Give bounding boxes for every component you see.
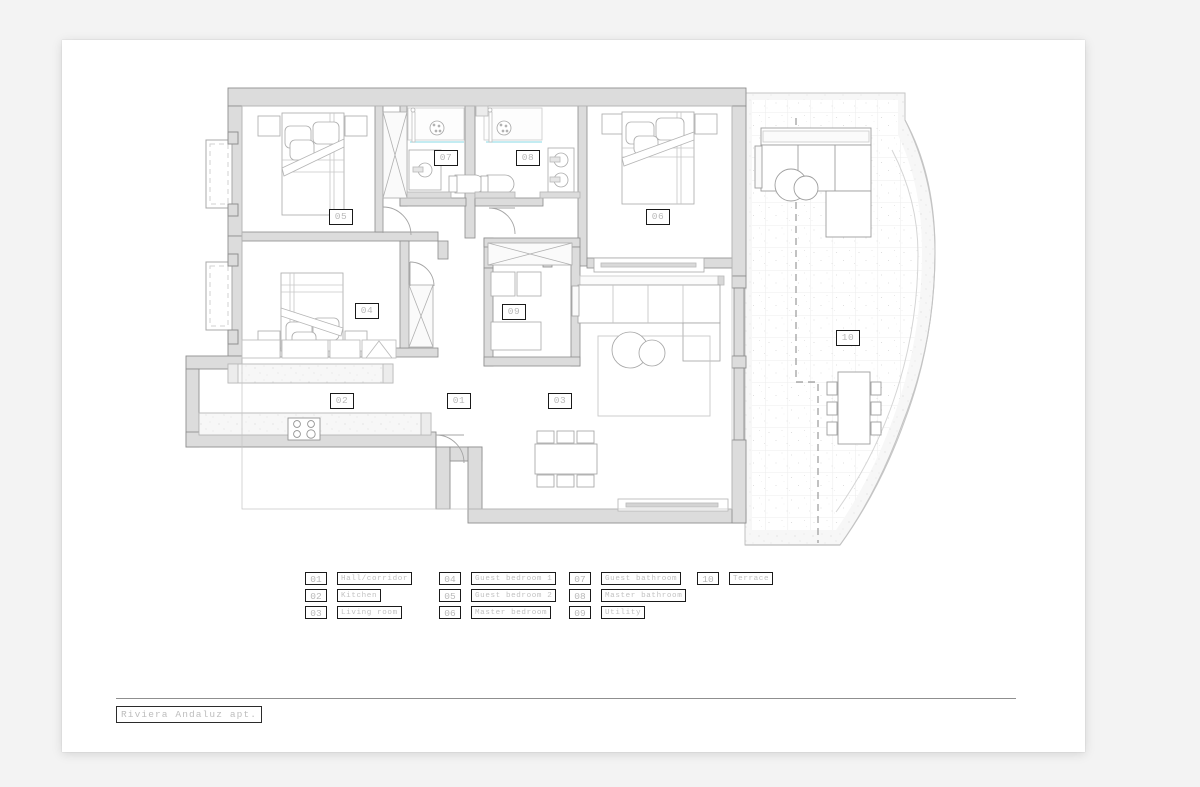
legend-column-1: 01 Hall/corridor 02 Kitchen 03 Living room <box>305 571 413 622</box>
legend-column-2: 04 Guest bedroom 1 05 Guest bedroom 2 06 Mast… <box>439 571 557 622</box>
legend-number-04: 04 <box>439 572 461 585</box>
legend-number-03: 03 <box>305 606 327 619</box>
legend-number-01: 01 <box>305 572 327 585</box>
legend-entry-07: 07 Guest bathroom <box>569 571 686 586</box>
legend-number-08: 08 <box>569 589 591 602</box>
title-block: Riviera Andaluz apt. <box>116 698 1016 723</box>
room-tag-08: 08 <box>516 150 540 166</box>
legend-label-08: Master bathroom <box>601 589 687 602</box>
legend-label-05: Guest bedroom 2 <box>471 589 557 602</box>
legend-entry-02: 02 Kitchen <box>305 588 412 603</box>
legend-number-10: 10 <box>697 572 719 585</box>
drawing-title: Riviera Andaluz apt. <box>116 706 263 723</box>
legend-label-09: Utility <box>601 606 646 619</box>
legend-label-07: Guest bathroom <box>601 572 682 585</box>
legend-label-10: Terrace <box>729 572 774 585</box>
legend-column-3: 07 Guest bathroom 08 Master bathroom 09 Utili… <box>569 571 687 622</box>
legend-entry-03: 03 Living room <box>305 605 412 620</box>
room-tag-07: 07 <box>434 150 458 166</box>
room-tag-05: 05 <box>329 209 353 225</box>
legend-number-07: 07 <box>569 572 591 585</box>
legend-label-02: Kitchen <box>337 589 382 602</box>
legend-entry-01: 01 Hall/corridor <box>305 571 413 586</box>
legend-column-4: 10 Terrace <box>697 571 774 588</box>
legend-number-09: 09 <box>569 606 591 619</box>
room-tag-03: 03 <box>548 393 572 409</box>
legend-entry-09: 09 Utility <box>569 605 686 620</box>
room-tag-10: 10 <box>836 330 860 346</box>
room-tag-09: 09 <box>502 304 526 320</box>
room-tag-01: 01 <box>447 393 471 409</box>
legend-entry-04: 04 Guest bedroom 1 <box>439 571 557 586</box>
legend-label-04: Guest bedroom 1 <box>471 572 557 585</box>
room-tag-02: 02 <box>330 393 354 409</box>
legend-entry-06: 06 Master bedroom <box>439 605 556 620</box>
room-tag-06: 06 <box>646 209 670 225</box>
legend-label-01: Hall/corridor <box>337 572 413 585</box>
legend-entry-10: 10 Terrace <box>697 571 774 586</box>
legend-number-02: 02 <box>305 589 327 602</box>
legend-label-03: Living room <box>337 606 402 619</box>
legend-entry-08: 08 Master bathroom <box>569 588 687 603</box>
room-tag-04: 04 <box>355 303 379 319</box>
title-rule <box>116 698 1016 699</box>
drawing-sheet <box>62 40 1085 752</box>
legend-entry-05: 05 Guest bedroom 2 <box>439 588 557 603</box>
legend-label-06: Master bedroom <box>471 606 552 619</box>
legend-number-05: 05 <box>439 589 461 602</box>
legend-number-06: 06 <box>439 606 461 619</box>
